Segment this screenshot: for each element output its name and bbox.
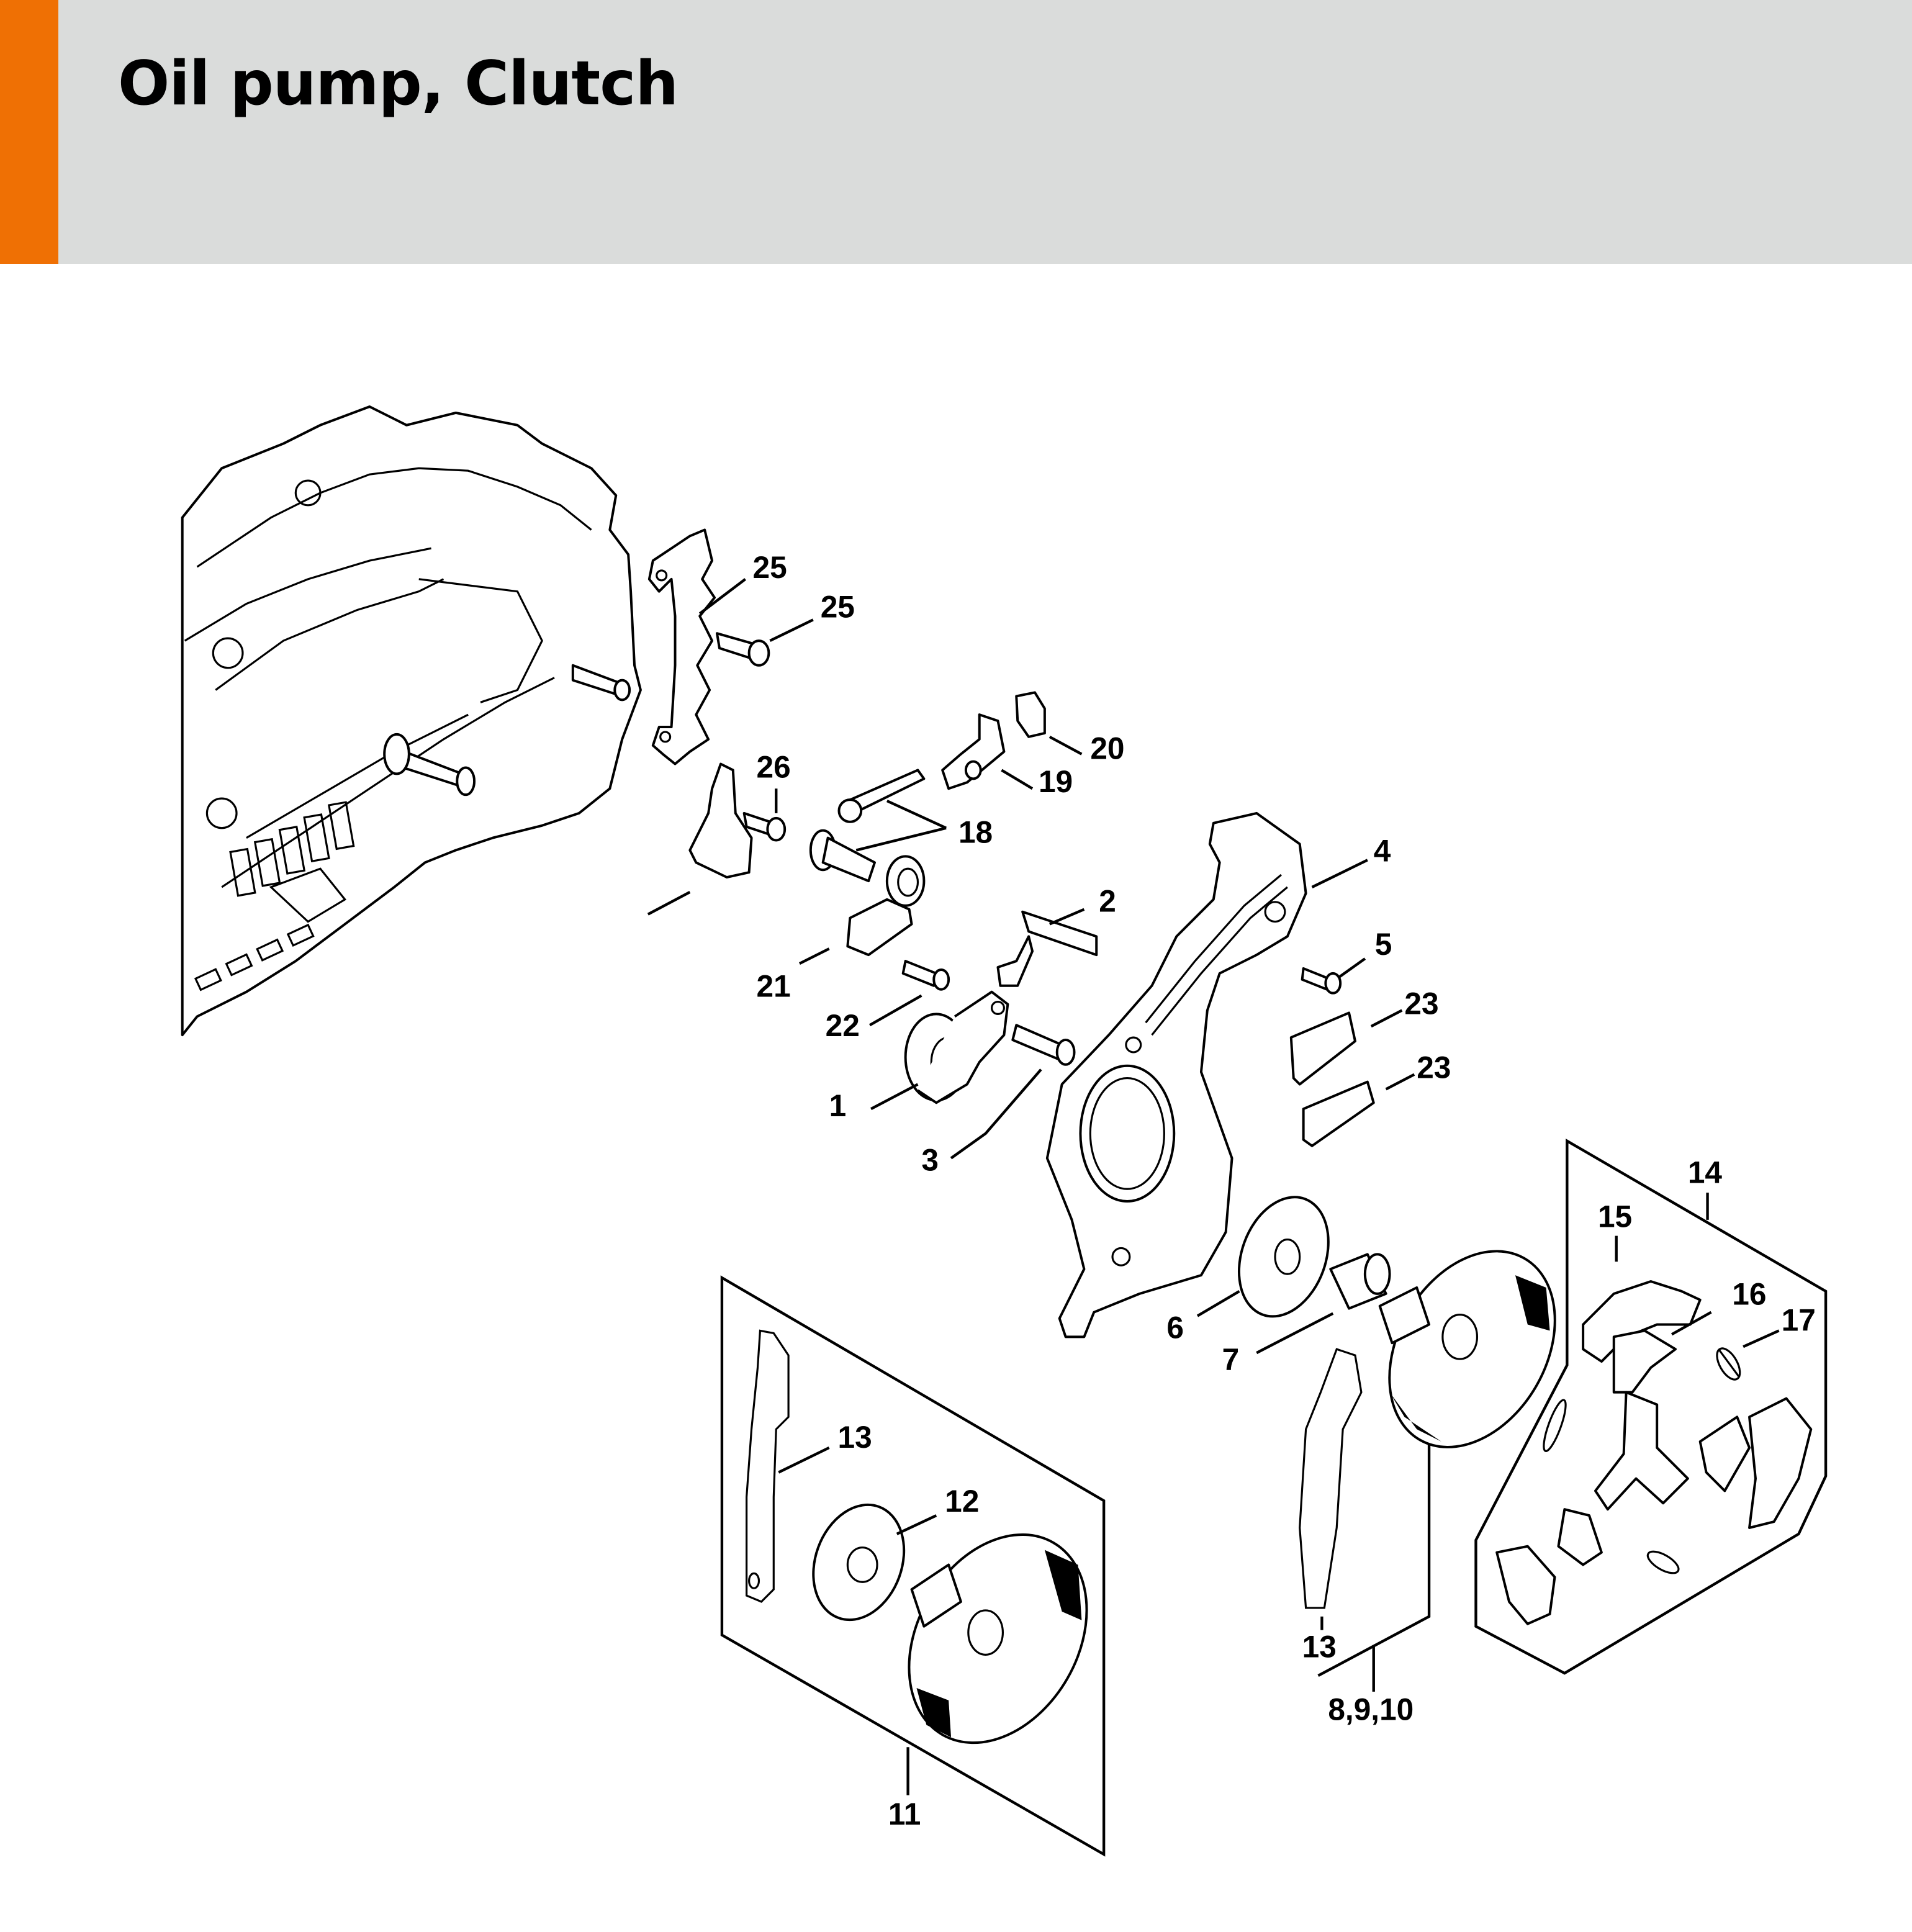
part-23-pad-upper — [1289, 1011, 1356, 1086]
callout-2: 2 — [1099, 884, 1116, 919]
part-19-lever — [941, 713, 1006, 790]
part-6-washer — [1237, 1196, 1330, 1318]
callout-1: 1 — [829, 1088, 847, 1123]
callout-13-right: 13 — [1302, 1629, 1337, 1664]
header-bar — [0, 0, 1912, 264]
callout-13-left: 13 — [837, 1420, 872, 1455]
part-3-screw — [1011, 1024, 1076, 1066]
crankcase-drawing — [181, 405, 642, 1037]
part-21-bearing-housing — [846, 855, 926, 957]
callout-21: 21 — [757, 969, 791, 1004]
page-title: Oil pump, Clutch — [118, 48, 679, 119]
callout-leader-lines — [647, 578, 1780, 1795]
clutch-assembly-box — [1474, 1139, 1828, 1675]
part-20-block — [1015, 691, 1046, 738]
callout-8-9-10: 8,9,10 — [1328, 1692, 1414, 1727]
callout-5: 5 — [1375, 927, 1392, 962]
callout-17: 17 — [1782, 1302, 1816, 1337]
part-23-pad-lower — [1302, 1080, 1375, 1147]
callout-6: 6 — [1166, 1310, 1184, 1345]
callout-25-upper: 25 — [821, 589, 855, 624]
callout-4: 4 — [1374, 833, 1391, 868]
clutch-drum-alt-box — [720, 1275, 1106, 1857]
part-4-guide-plate — [1045, 811, 1307, 1338]
callout-19: 19 — [1039, 764, 1073, 799]
callout-24: 25 — [753, 550, 787, 585]
callout-18: 18 — [958, 815, 993, 850]
part-7-needle-bearing — [1329, 1253, 1391, 1310]
callout-22: 22 — [826, 1008, 860, 1043]
callout-15: 15 — [1598, 1199, 1632, 1234]
part-25-screw-lower — [742, 811, 787, 842]
header-accent-stripe — [0, 0, 58, 264]
clutch-drum-group-box — [1299, 1250, 1556, 1677]
part-24-spiked-bumper — [647, 528, 716, 765]
callout-25-lower: 26 — [757, 749, 791, 784]
callout-12: 12 — [945, 1484, 979, 1519]
callout-3: 3 — [921, 1142, 939, 1177]
part-25-screw-upper — [716, 632, 770, 667]
callout-11: 11 — [888, 1797, 921, 1831]
callout-23-lower: 23 — [1417, 1050, 1451, 1085]
callout-labels: 25 25 26 18 19 20 21 22 2 1 3 4 5 23 23 … — [753, 550, 1816, 1831]
callout-16: 16 — [1732, 1277, 1766, 1312]
part-1-oil-pump-housing — [904, 990, 1009, 1104]
callout-7: 7 — [1222, 1342, 1240, 1377]
part-5-screw — [1301, 967, 1342, 995]
callout-14: 14 — [1688, 1155, 1723, 1189]
callout-23-upper: 23 — [1404, 986, 1438, 1021]
part-18-worm-and-gear — [809, 769, 926, 883]
part-22-screw — [901, 960, 950, 991]
callout-20: 20 — [1090, 731, 1124, 766]
part-2-pump-plunger — [996, 910, 1098, 987]
part-26-bracket — [688, 762, 753, 879]
